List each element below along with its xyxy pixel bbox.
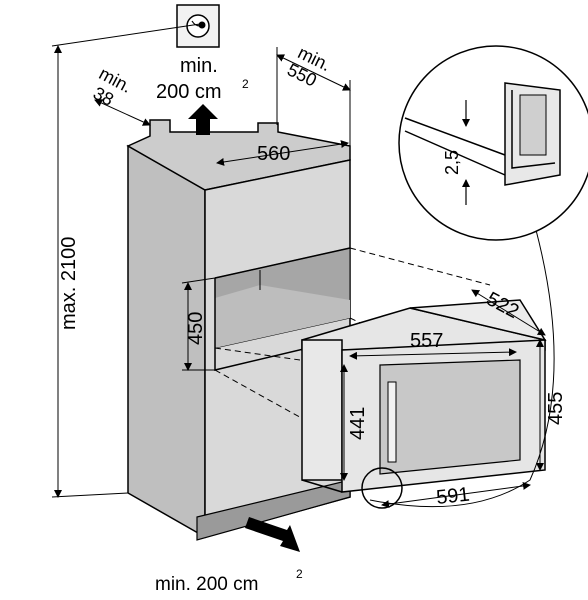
width-591-label: 591 — [435, 484, 470, 509]
arrow-in-icon — [245, 517, 300, 552]
width-560-label: 560 — [257, 143, 290, 165]
plinth-vent — [196, 479, 351, 541]
detail-zoom — [398, 45, 588, 241]
svg-text:min. 200 cm: min. 200 cm — [155, 574, 258, 595]
svg-text:2: 2 — [242, 77, 249, 91]
wine-cabinet-appliance — [301, 299, 547, 493]
gap-2-5-label: 2,5 — [442, 150, 462, 175]
niche-450-label: 450 — [185, 312, 207, 345]
max-height-label: max. 2100 — [58, 237, 80, 330]
min-550-label: min. 550 — [284, 42, 334, 90]
width-557-label: 557 — [410, 330, 443, 352]
height-455-label: 455 — [545, 392, 567, 425]
arrow-up-icon — [188, 104, 218, 135]
svg-text:200 cm: 200 cm — [156, 81, 222, 103]
svg-text:min.: min. — [180, 55, 218, 77]
svg-text:2: 2 — [296, 567, 303, 581]
detail-marker — [361, 467, 403, 509]
height-441-label: 441 — [347, 407, 369, 440]
niche-floor — [215, 285, 350, 348]
bottom-vent-label: min. 200 cm 2 — [155, 567, 303, 595]
top-vent-label: min. 200 cm 2 — [156, 55, 249, 103]
